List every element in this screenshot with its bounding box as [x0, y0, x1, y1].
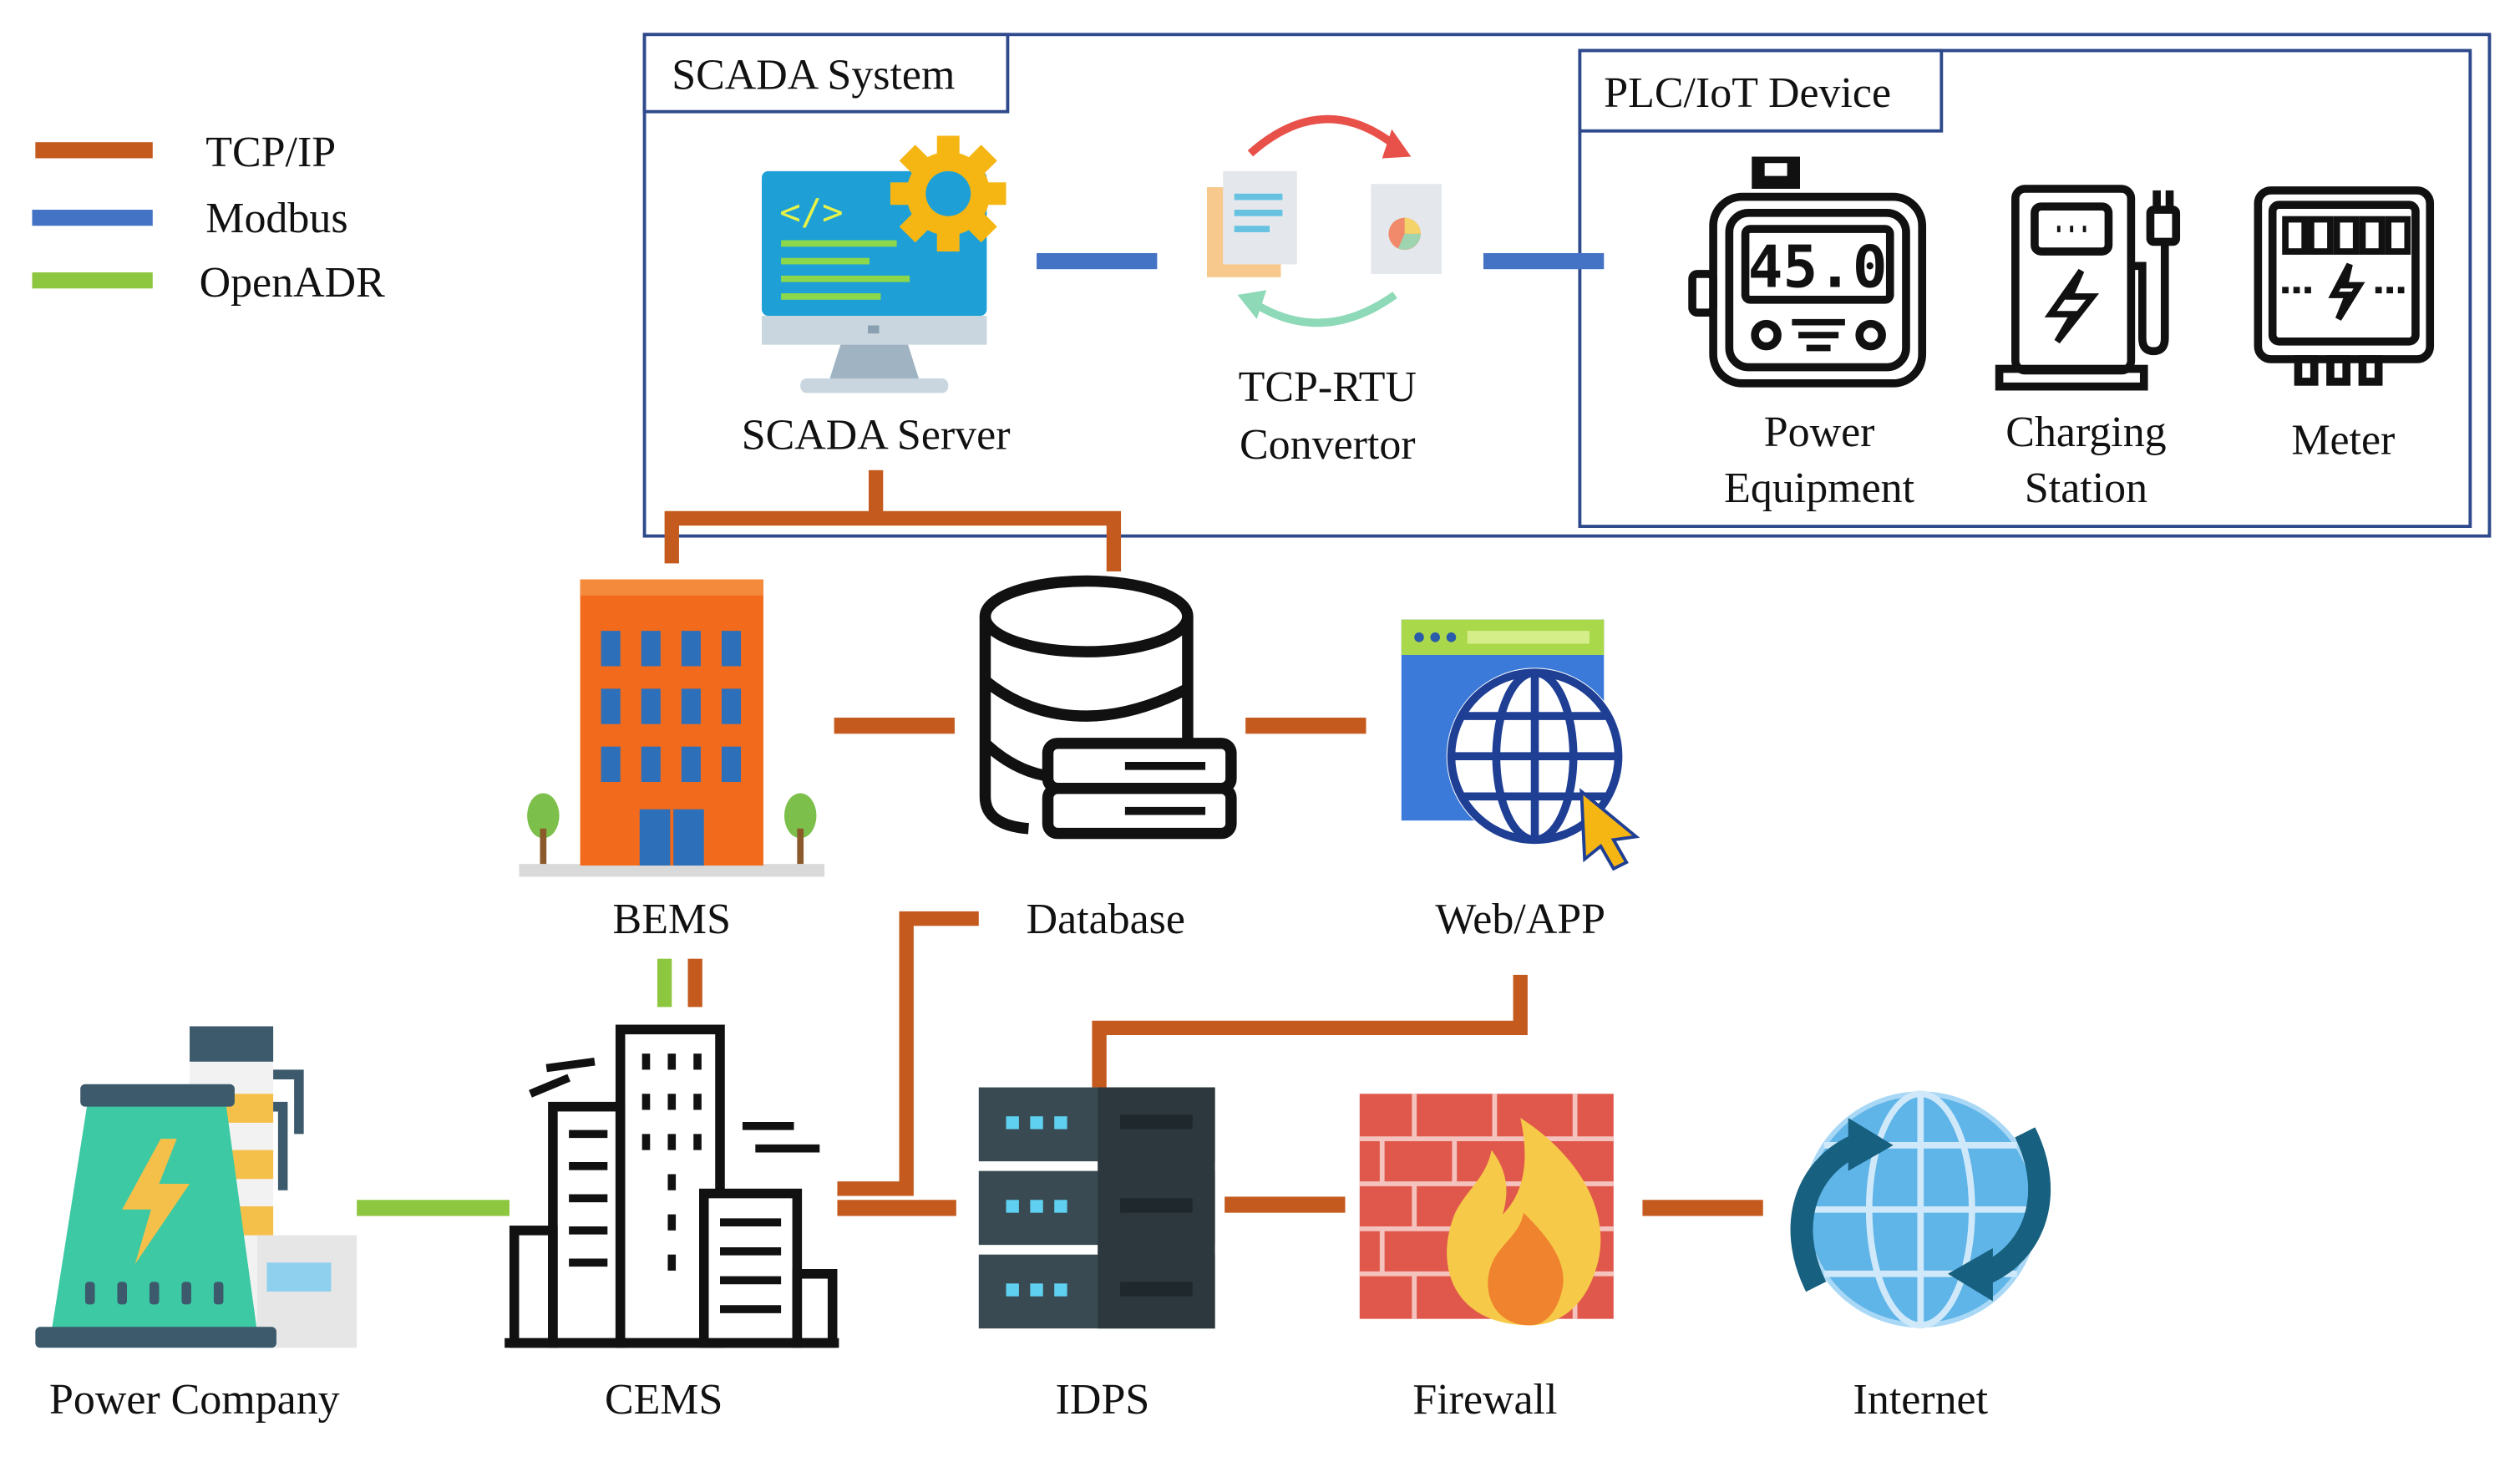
database-icon	[979, 575, 1237, 840]
tcpip-link-server-bems-database	[664, 470, 1122, 571]
tcpip-link-firewall-internet	[1642, 1200, 1763, 1216]
electric-meter-icon	[2254, 186, 2435, 386]
convertor-label-line2: Convertor	[1240, 421, 1416, 469]
scada-system-group: SCADA System PLC/IoT Device	[642, 33, 2492, 538]
web-globe-icon	[1401, 619, 1640, 871]
building-window	[681, 746, 701, 782]
tcpip-swatch	[35, 142, 153, 159]
openadr-link-bems-cems	[657, 958, 672, 1008]
building-window	[601, 631, 621, 667]
meter-label: Meter	[2291, 416, 2395, 464]
power-equipment-node: 45.0 Power Equipment	[1688, 156, 1927, 512]
legend: TCP/IP Modbus OpenADR	[32, 129, 385, 307]
firewall-node: Firewall	[1359, 1094, 1614, 1424]
modbus-link-server-convertor	[1037, 252, 1158, 270]
tcpip-link-database-webapp	[1245, 718, 1366, 734]
power-meter-icon	[1688, 156, 1927, 388]
firewall-label: Firewall	[1412, 1376, 1557, 1424]
charging-station-node: Charging Station	[1995, 185, 2181, 512]
svg-text:</>: </>	[779, 191, 843, 232]
tcpip-link-bems-database	[834, 718, 955, 734]
convertor-label-line1: TCP-RTU	[1239, 363, 1417, 411]
power-equipment-label-line2: Equipment	[1724, 464, 1914, 512]
power-company-label: Power Company	[49, 1376, 340, 1424]
bems-node: BEMS	[519, 579, 825, 943]
legend-label-tcpip: TCP/IP	[205, 129, 336, 176]
legend-item-modbus: Modbus	[32, 195, 348, 242]
idps-label: IDPS	[1056, 1376, 1150, 1424]
building-window	[601, 688, 621, 724]
tcpip-link-bems-cems	[687, 958, 702, 1008]
database-label: Database	[1027, 896, 1185, 943]
scada-title-box	[642, 33, 1010, 114]
tcpip-link-idps-firewall	[1225, 1196, 1346, 1213]
power-plant-icon	[35, 1026, 357, 1348]
building-window	[721, 746, 742, 782]
legend-item-openadr: OpenADR	[32, 259, 385, 307]
scada-server-node: </> SCADA Server	[742, 135, 1011, 459]
legend-label-openadr: OpenADR	[200, 259, 386, 307]
plc-title-box	[1578, 48, 1944, 133]
webapp-label: Web/APP	[1435, 896, 1605, 943]
building-window	[641, 631, 661, 667]
building-window	[641, 688, 661, 724]
power-equipment-display: 45.0	[1748, 234, 1888, 301]
internet-node: Internet	[1790, 1090, 2051, 1424]
building-window	[641, 746, 661, 782]
scada-system-frame	[642, 33, 2492, 538]
modbus-swatch	[32, 210, 153, 226]
office-building-icon	[519, 579, 825, 877]
file-convert-icon	[1207, 114, 1442, 327]
meter-node: Meter	[2254, 186, 2435, 464]
connections	[357, 252, 1763, 1216]
bems-label: BEMS	[613, 896, 731, 943]
ev-charger-icon	[1995, 185, 2181, 391]
convertor-node: TCP-RTU Convertor	[1207, 114, 1442, 469]
building-window	[721, 688, 742, 724]
tcpip-link-database-cems	[837, 911, 979, 1196]
server-rack-icon	[978, 1087, 1215, 1329]
database-node: Database	[979, 575, 1237, 943]
openadr-swatch	[32, 272, 153, 289]
openadr-link-powerco-cems	[357, 1200, 510, 1216]
internet-sync-icon	[1790, 1090, 2051, 1329]
tcpip-link-cems-idps	[837, 1200, 956, 1216]
monitor-gear-icon: </>	[762, 135, 1006, 393]
firewall-icon	[1359, 1094, 1614, 1326]
cems-node: CEMS	[505, 1024, 839, 1424]
plc-iot-frame	[1578, 48, 2472, 528]
modbus-link-convertor-plc	[1483, 252, 1605, 270]
building-window	[721, 631, 742, 667]
city-buildings-icon	[505, 1024, 839, 1348]
building-window	[601, 746, 621, 782]
legend-item-tcpip: TCP/IP	[35, 129, 336, 176]
cems-label: CEMS	[605, 1376, 723, 1424]
idps-node: IDPS	[978, 1087, 1215, 1424]
building-window	[681, 688, 701, 724]
charging-station-label-line1: Charging	[2005, 409, 2166, 456]
power-equipment-label-line1: Power	[1764, 409, 1875, 456]
scada-server-label: SCADA Server	[742, 412, 1011, 459]
charging-station-label-line2: Station	[2025, 464, 2147, 512]
webapp-node: Web/APP	[1401, 619, 1640, 943]
building-window	[681, 631, 701, 667]
plc-iot-title: PLC/IoT Device	[1604, 69, 1891, 117]
legend-label-modbus: Modbus	[205, 195, 347, 242]
scada-system-title: SCADA System	[672, 52, 955, 99]
internet-label: Internet	[1853, 1376, 1989, 1424]
power-company-node: Power Company	[35, 1026, 357, 1424]
tcpip-link-webapp-idps	[1092, 974, 1528, 1088]
